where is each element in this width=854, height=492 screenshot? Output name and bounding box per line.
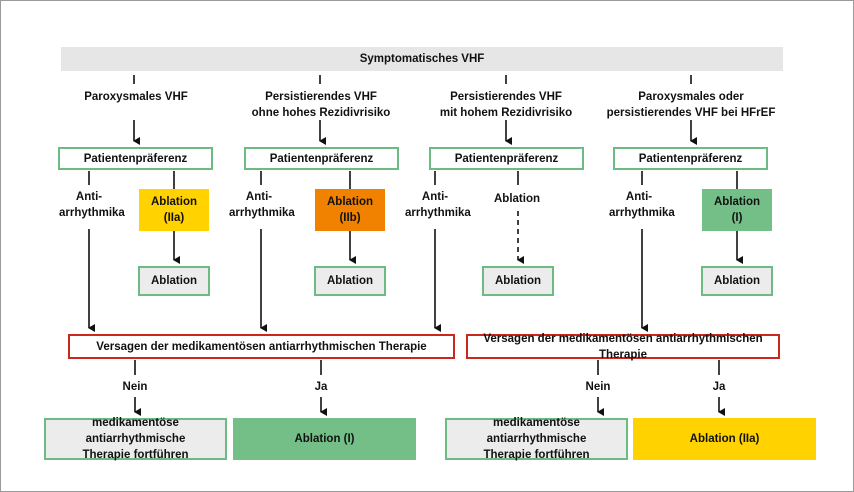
- ablation-class-box-4: Ablation (I): [702, 189, 772, 231]
- drug-label-4: Anti- arrhythmika: [609, 191, 675, 219]
- preference-box-2: Patientenpräferenz: [244, 147, 399, 170]
- branch-no-right: Nein: [585, 381, 611, 393]
- ablation-result-box-1: Ablation: [138, 266, 210, 296]
- ablation-class-box-2: Ablation (IIb): [315, 189, 385, 231]
- branch-yes-right: Ja: [712, 381, 726, 393]
- drug-label-1: Anti- arrhythmika: [59, 191, 125, 219]
- branch-yes-left: Ja: [314, 381, 328, 393]
- outcome-ablation-right: Ablation (IIa): [633, 418, 816, 460]
- ablation-class-box-1: Ablation (IIa): [139, 189, 209, 231]
- ablation-label-3: Ablation: [494, 193, 540, 205]
- ablation-result-box-3: Ablation: [482, 266, 554, 296]
- therapy-failure-box-right: Versagen der medikamentösen antiarrhythm…: [466, 333, 780, 361]
- preference-box-3: Patientenpräferenz: [429, 147, 584, 170]
- outcome-ablation-left: Ablation (I): [233, 418, 416, 460]
- preference-box-1: Patientenpräferenz: [58, 147, 213, 170]
- preference-box-4: Patientenpräferenz: [613, 147, 768, 170]
- outcome-continue-left: medikamentöse antiarrhythmische Therapie…: [44, 417, 227, 461]
- outcome-continue-right: medikamentöse antiarrhythmische Therapie…: [445, 417, 628, 461]
- page-title: Symptomatisches VHF: [61, 47, 783, 71]
- category-hfref: Paroxysmales oder persistierendes VHF be…: [606, 91, 776, 119]
- therapy-failure-box-left: Versagen der medikamentösen antiarrhythm…: [68, 334, 455, 359]
- drug-label-2: Anti- arrhythmika: [229, 191, 295, 219]
- category-persistent-low-risk: Persistierendes VHF ohne hohes Rezidivri…: [251, 91, 391, 119]
- drug-label-3: Anti- arrhythmika: [405, 191, 471, 219]
- category-persistent-high-risk: Persistierendes VHF mit hohem Rezidivris…: [439, 91, 573, 119]
- ablation-result-box-4: Ablation: [701, 266, 773, 296]
- ablation-result-box-2: Ablation: [314, 266, 386, 296]
- category-paroxysmal: Paroxysmales VHF: [84, 91, 188, 103]
- branch-no-left: Nein: [122, 381, 148, 393]
